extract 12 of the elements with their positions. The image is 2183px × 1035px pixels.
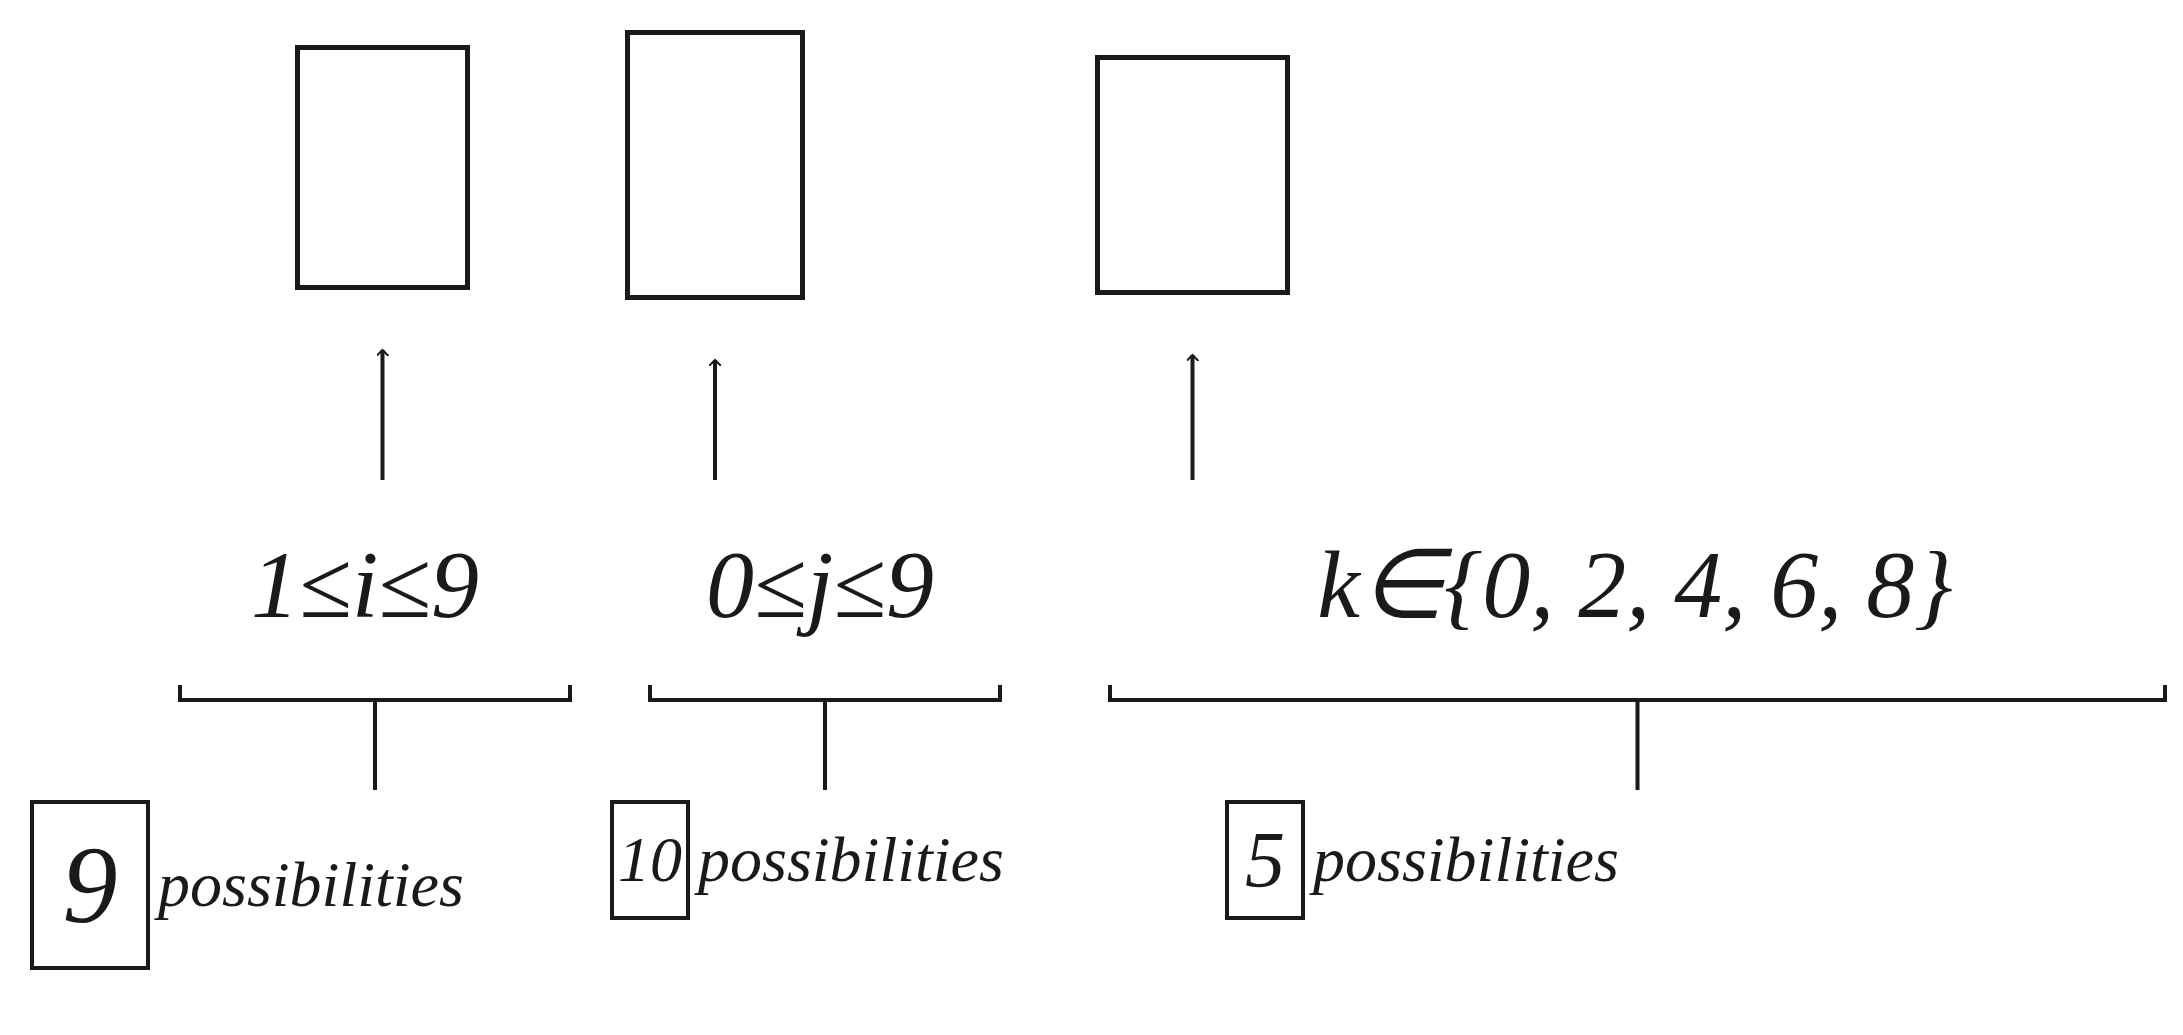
empty-box [625, 30, 805, 300]
math-expression: k∈{0, 2, 4, 6, 8} [1100, 510, 2170, 660]
arrow [1185, 354, 1200, 480]
math-expression: 0≤j≤9 [620, 510, 1020, 660]
empty-box [295, 45, 470, 290]
boxed-number: 5 [1225, 800, 1305, 920]
boxed-number: 9 [30, 800, 150, 970]
boxed-number: 10 [610, 800, 690, 920]
arrow [375, 349, 390, 480]
empty-box [1095, 55, 1290, 295]
arrow [708, 359, 722, 480]
math-expression: 1≤i≤9 [150, 510, 580, 660]
